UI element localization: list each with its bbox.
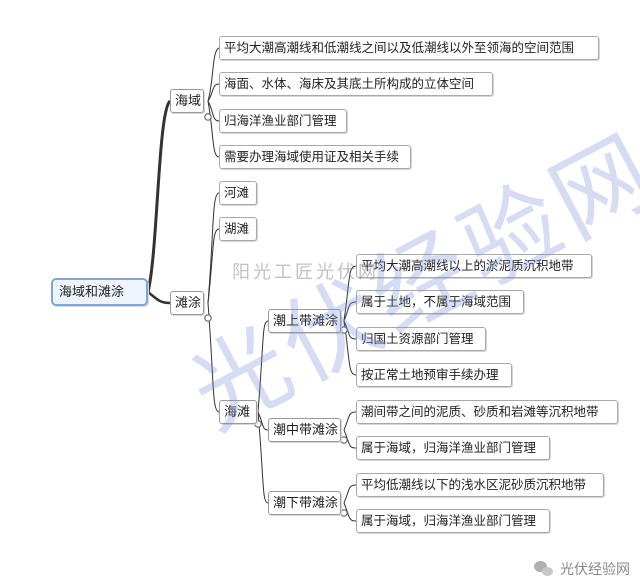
haiyu-item-3-text: 归海洋渔业部门管理 — [224, 112, 337, 128]
link-haitan-lower — [257, 411, 269, 504]
haiyu-item-3[interactable]: 归海洋渔业部门管理 — [219, 109, 347, 133]
zone-upper[interactable]: 潮上带滩涂 — [268, 309, 341, 333]
middle-item-2[interactable]: 属于海域，归海洋渔业部门管理 — [356, 436, 550, 460]
upper-item-2[interactable]: 属于土地，不属于海域范围 — [356, 290, 524, 314]
tantu-item-hutan-text: 湖滩 — [224, 220, 250, 236]
upper-item-1-text: 平均大潮高潮线以上的淤泥质沉积地带 — [361, 257, 574, 273]
middle-item-1-text: 潮间带之间的泥质、砂质和岩滩等沉积地带 — [361, 403, 599, 419]
upper-item-3[interactable]: 归国土资源部门管理 — [356, 327, 486, 351]
zone-middle-label: 潮中带滩涂 — [273, 422, 339, 438]
zone-lower-label: 潮下带滩涂 — [273, 495, 339, 511]
lower-item-1[interactable]: 平均低潮线以下的浅水区泥砂质沉积地带 — [356, 473, 604, 497]
zone-lower[interactable]: 潮下带滩涂 — [268, 491, 341, 515]
branch-haiyu-label: 海域 — [175, 93, 202, 109]
haiyu-item-1-text: 平均大潮高潮线和低潮线之间以及低潮线以外至领海的空间范围 — [224, 39, 575, 55]
link-haiyu-1 — [207, 47, 220, 102]
link-haiyu-3 — [207, 100, 220, 122]
haiyu-item-4[interactable]: 需要办理海域使用证及相关手续 — [219, 145, 411, 169]
haiyu-collapse-dot — [204, 113, 212, 121]
root-node-label: 海域和滩涂 — [59, 284, 125, 300]
haiyu-item-1[interactable]: 平均大潮高潮线和低潮线之间以及低潮线以外至领海的空间范围 — [219, 36, 599, 60]
upper-item-1[interactable]: 平均大潮高潮线以上的淤泥质沉积地带 — [356, 254, 592, 278]
link-middle-2 — [343, 429, 357, 449]
tantu-item-hutan[interactable]: 湖滩 — [219, 217, 257, 241]
link-root-haiyu — [146, 99, 172, 293]
upper-item-4-text: 按正常土地预审手续办理 — [361, 366, 499, 382]
upper-item-3-text: 归国土资源部门管理 — [361, 330, 474, 346]
haiyu-item-4-text: 需要办理海域使用证及相关手续 — [224, 148, 400, 164]
link-lower-1 — [343, 484, 357, 504]
lower-item-2-text: 属于海域，归海洋渔业部门管理 — [361, 512, 537, 528]
tantu-item-hetan-text: 河滩 — [224, 184, 250, 200]
middle-item-2-text: 属于海域，归海洋渔业部门管理 — [361, 439, 537, 455]
link-tantu-haitan — [207, 302, 220, 413]
lower-collapse-dot — [340, 509, 348, 517]
link-tantu-hetan — [207, 192, 220, 304]
upper-item-2-text: 属于土地，不属于海域范围 — [361, 293, 512, 309]
link-haitan-middle — [257, 411, 269, 431]
link-middle-1 — [343, 411, 357, 431]
link-lower-2 — [343, 502, 357, 522]
branch-tantu[interactable]: 滩涂 — [170, 291, 204, 315]
lower-item-2[interactable]: 属于海域，归海洋渔业部门管理 — [356, 509, 550, 533]
link-haitan-upper — [257, 320, 269, 413]
branch-tantu-label: 滩涂 — [175, 295, 202, 311]
tantu-item-haitan-text: 海滩 — [224, 404, 251, 420]
lower-item-1-text: 平均低潮线以下的浅水区泥砂质沉积地带 — [361, 476, 587, 492]
zone-middle[interactable]: 潮中带滩涂 — [268, 418, 341, 442]
middle-item-1[interactable]: 潮间带之间的泥质、砂质和岩滩等沉积地带 — [356, 400, 618, 424]
link-upper-2 — [343, 301, 357, 322]
link-haiyu-4 — [207, 100, 220, 158]
root-node[interactable]: 海域和滩涂 — [51, 278, 148, 306]
tantu-item-hetan[interactable]: 河滩 — [219, 181, 257, 205]
haiyu-item-2-text: 海面、水体、海床及其底土所构成的立体空间 — [224, 75, 475, 91]
tantu-collapse-dot — [204, 314, 212, 322]
link-upper-3 — [343, 320, 357, 340]
link-tantu-hutan — [207, 228, 220, 304]
link-root-tantu — [147, 291, 171, 305]
upper-item-4[interactable]: 按正常土地预审手续办理 — [356, 363, 512, 387]
zone-upper-label: 潮上带滩涂 — [273, 313, 339, 329]
branch-haiyu[interactable]: 海域 — [170, 89, 204, 113]
link-upper-1 — [343, 265, 357, 322]
upper-collapse-dot — [340, 326, 348, 334]
middle-collapse-dot — [340, 436, 348, 444]
haiyu-item-2[interactable]: 海面、水体、海床及其底土所构成的立体空间 — [219, 72, 493, 96]
tantu-item-haitan[interactable]: 海滩 — [219, 400, 257, 424]
link-haiyu-2 — [207, 83, 220, 102]
